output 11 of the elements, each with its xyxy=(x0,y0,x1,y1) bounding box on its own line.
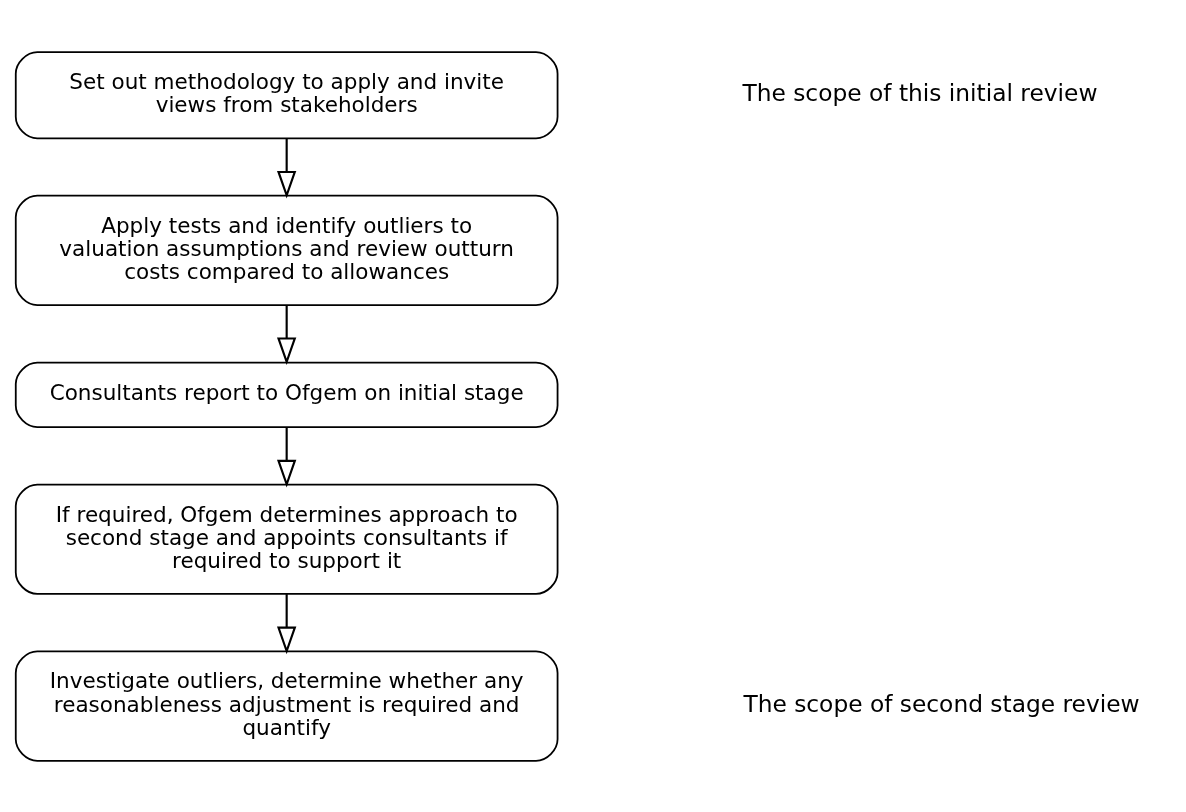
label: The scope of second stage review xyxy=(743,689,1140,717)
label: The scope of this initial review xyxy=(742,78,1098,106)
arrow xyxy=(277,593,297,654)
node-box: Consultants report to Ofgem on initial stage xyxy=(14,361,559,428)
arrow xyxy=(277,304,297,365)
node-box: Apply tests and identify outliers to valuation assumptions and review outturn costs compared to allowances xyxy=(14,194,559,306)
node-box: Investigate outliers, determine whether any reasonableness adjustment is required and quantify xyxy=(14,650,559,762)
node-box: If required, Ofgem determines approach to second stage and appoints consultants if required to support it xyxy=(14,483,559,595)
node-box: Set out methodology to apply and invite views from stakeholders xyxy=(14,50,559,139)
arrow xyxy=(277,137,297,199)
arrow xyxy=(277,426,297,487)
